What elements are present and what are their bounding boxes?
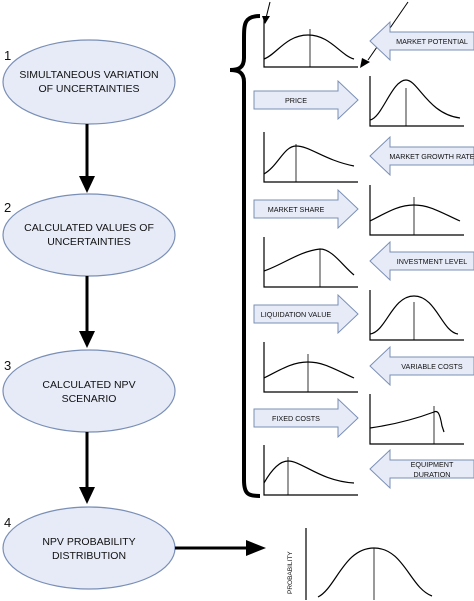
- pointer-arrow-top-left: [262, 1, 271, 24]
- uncertainty-label: PRICE: [285, 96, 307, 105]
- step-4-label-line-2: DISTRIBUTION: [52, 550, 126, 562]
- result-axis-label: PROBABILITY: [287, 551, 294, 594]
- step-1: 1 SIMULTANEOUS VARIATION OF UNCERTAINTIE…: [2, 39, 176, 125]
- step-4-number: 4: [4, 515, 11, 530]
- uncertainty-row: LIQUIDATION VALUE: [253, 290, 464, 341]
- step-3: 3 CALCULATED NPV SCENARIO: [2, 349, 176, 433]
- uncertainty-label: DURATION: [414, 470, 451, 479]
- distribution-curve: [369, 295, 459, 335]
- uncertainty-row: MARKET SHARE: [253, 185, 464, 236]
- distribution-chart: [263, 237, 358, 288]
- step-1-ellipse: [2, 39, 176, 125]
- block-arrow: [253, 79, 359, 121]
- step-2-number: 2: [4, 200, 11, 215]
- step-3-label-line-1: CALCULATED NPV: [42, 379, 135, 391]
- uncertainty-row: VARIABLE COSTS: [263, 342, 474, 393]
- distribution-curve: [369, 79, 461, 121]
- distribution-chart: [263, 17, 358, 68]
- step-2-label-line-2: UNCERTAINTIES: [47, 236, 131, 248]
- distribution-chart: [263, 445, 358, 496]
- step-3-ellipse: [2, 349, 176, 433]
- step-1-label-line-2: OF UNCERTAINTIES: [38, 83, 139, 95]
- distribution-chart: [263, 342, 358, 393]
- step-1-label-line-1: SIMULTANEOUS VARIATION: [19, 69, 158, 81]
- distribution-curve: [263, 361, 355, 379]
- uncertainty-label: EQUIPMENT: [411, 460, 454, 469]
- step-3-number: 3: [4, 358, 11, 373]
- step-4-ellipse: [2, 506, 176, 590]
- step-4: 4 NPV PROBABILITY DISTRIBUTION: [2, 506, 176, 590]
- block-arrow: [369, 135, 474, 177]
- uncertainty-rows: MARKET POTENTIAL PRICE MARKET GROWTH RATE M…: [253, 17, 474, 496]
- flow-arrow-1-2: [79, 124, 95, 193]
- distribution-curve: [369, 204, 461, 222]
- uncertainty-row: PRICE: [253, 76, 464, 127]
- distribution-chart: [263, 132, 358, 183]
- chart-axes: [263, 237, 358, 288]
- distribution-curve: [369, 410, 445, 433]
- chart-axes: [263, 17, 358, 68]
- chart-axes: [263, 342, 358, 393]
- distribution-chart: [369, 394, 464, 445]
- distribution-curve: [263, 248, 355, 276]
- distribution-chart: [369, 290, 464, 341]
- step-1-number: 1: [4, 48, 11, 63]
- block-arrow: [369, 240, 474, 282]
- uncertainty-label: MARKET SHARE: [268, 205, 325, 214]
- uncertainty-label: INVESTMENT LEVEL: [397, 257, 468, 266]
- chart-axes: [263, 445, 358, 496]
- chart-axes: [369, 185, 464, 236]
- block-arrow: [253, 397, 359, 439]
- distribution-curve: [263, 34, 355, 60]
- block-arrow: [369, 20, 474, 62]
- block-arrow: [253, 293, 359, 335]
- chart-axes: [263, 132, 358, 183]
- uncertainty-label: MARKET POTENTIAL: [396, 37, 468, 46]
- flow-arrow-2-3: [79, 276, 95, 348]
- block-arrow: [253, 188, 359, 230]
- uncertainty-label: LIQUIDATION VALUE: [261, 310, 332, 319]
- block-arrow: [369, 448, 474, 490]
- curly-brace: [229, 14, 261, 498]
- uncertainty-row: MARKET GROWTH RATE: [263, 132, 474, 183]
- flow-arrow-4-result: [175, 540, 266, 556]
- distribution-chart: [369, 76, 464, 127]
- uncertainty-label: VARIABLE COSTS: [401, 362, 463, 371]
- step-2-label-line-1: CALCULATED VALUES OF: [24, 222, 154, 234]
- distribution-curve: [263, 460, 355, 484]
- chart-axes: [369, 76, 464, 127]
- uncertainty-row: MARKET POTENTIAL: [263, 17, 474, 68]
- step-2-ellipse: [2, 193, 176, 277]
- uncertainty-label: MARKET GROWTH RATE: [389, 152, 474, 161]
- block-arrow: [369, 345, 474, 387]
- result-distribution: PROBABILITY: [287, 528, 433, 600]
- flow-arrow-3-4: [79, 432, 95, 504]
- result-curve: [317, 547, 433, 598]
- step-2: 2 CALCULATED VALUES OF UNCERTAINTIES: [2, 193, 176, 277]
- distribution-chart: [369, 185, 464, 236]
- step-4-label-line-1: NPV PROBABILITY: [42, 536, 135, 548]
- chart-axes: [369, 394, 464, 445]
- uncertainty-row: FIXED COSTS: [253, 394, 464, 445]
- distribution-curve: [263, 145, 355, 175]
- step-3-label-line-2: SCENARIO: [62, 393, 117, 405]
- chart-axes: [369, 290, 464, 341]
- uncertainty-label: FIXED COSTS: [272, 414, 320, 423]
- uncertainty-row: INVESTMENT LEVEL: [263, 237, 474, 288]
